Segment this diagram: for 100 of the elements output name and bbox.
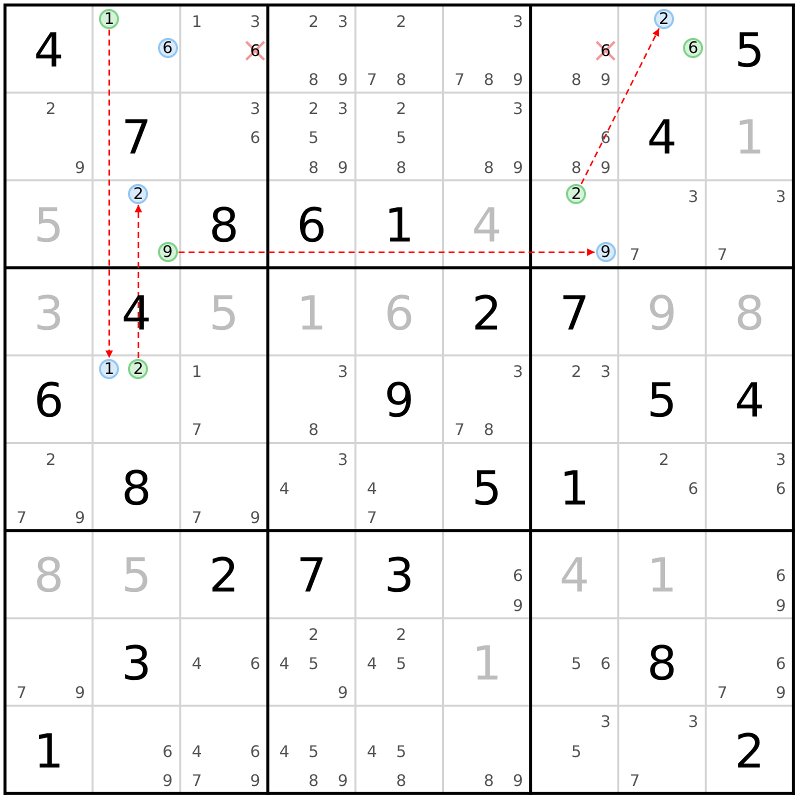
- highlighted-candidate: 1: [99, 8, 120, 29]
- candidate-digit: 7: [192, 772, 202, 789]
- candidate-digit: 4: [279, 480, 290, 497]
- candidate-digit: 4: [366, 480, 378, 497]
- candidate-digit: 2: [46, 101, 56, 118]
- candidate-digit: 9: [74, 510, 86, 526]
- candidate-digit: 4: [366, 656, 378, 672]
- candidate-digit: 7: [630, 247, 640, 264]
- candidate-digit: 3: [512, 364, 524, 380]
- candidate-digit: 9: [74, 160, 86, 176]
- candidate-digit: 7: [454, 72, 465, 88]
- solved-digit: 4: [559, 552, 590, 600]
- candidate-digit: 7: [630, 772, 640, 789]
- given-digit: 7: [559, 290, 590, 338]
- candidate-digit: 8: [571, 160, 582, 176]
- candidate-digit: 5: [308, 744, 319, 760]
- candidate-digit: 2: [396, 14, 406, 30]
- candidate-digit: 8: [484, 422, 494, 438]
- candidate-digit: 6: [250, 744, 260, 760]
- candidate-digit: 7: [454, 422, 465, 438]
- candidate-digit: 7: [366, 510, 378, 526]
- eliminated-candidate: 6: [600, 42, 611, 59]
- candidate-digit: 7: [16, 685, 27, 702]
- given-digit: 7: [121, 114, 152, 162]
- candidate-digit: 8: [308, 160, 319, 176]
- solved-digit: 5: [209, 290, 239, 338]
- candidate-digit: 3: [600, 364, 611, 380]
- solved-digit: 8: [34, 552, 64, 600]
- candidate-digit: 7: [717, 247, 728, 264]
- candidate-digit: 3: [512, 14, 524, 30]
- candidate-digit: 8: [396, 772, 406, 789]
- candidate-digit: 7: [366, 72, 378, 88]
- given-digit: 3: [384, 552, 414, 600]
- solved-digit: 5: [34, 202, 64, 250]
- highlighted-candidate: 2: [654, 8, 674, 29]
- solved-digit: 1: [734, 114, 765, 162]
- candidate-digit: 4: [192, 656, 202, 672]
- candidate-digit: 3: [776, 188, 786, 205]
- candidate-digit: 6: [776, 480, 786, 497]
- candidate-digit: 3: [338, 14, 348, 30]
- candidate-digit: 6: [512, 568, 524, 584]
- given-digit: 8: [647, 640, 677, 688]
- candidate-digit: 9: [600, 72, 611, 88]
- highlighted-candidate: 2: [128, 359, 148, 379]
- candidate-digit: 4: [279, 656, 290, 672]
- given-digit: 9: [384, 378, 414, 425]
- candidate-digit: 9: [250, 772, 260, 789]
- solved-digit: 1: [296, 290, 327, 338]
- candidate-digit: 3: [600, 714, 611, 730]
- candidate-digit: 2: [658, 452, 670, 468]
- given-digit: 1: [34, 728, 64, 776]
- candidate-digit: 8: [484, 72, 494, 88]
- candidate-digit: 6: [688, 480, 698, 497]
- candidate-digit: 9: [338, 72, 348, 88]
- given-digit: 6: [296, 202, 327, 250]
- candidate-digit: 5: [396, 130, 406, 146]
- candidate-digit: 3: [250, 101, 260, 118]
- solved-digit: 3: [34, 290, 64, 338]
- candidate-digit: 9: [250, 510, 260, 526]
- candidate-digit: 8: [484, 772, 494, 789]
- candidate-digit: 7: [16, 510, 27, 526]
- candidate-digit: 9: [74, 685, 86, 702]
- highlighted-candidate: 2: [566, 184, 586, 204]
- given-digit: 1: [559, 465, 590, 512]
- candidate-digit: 1: [192, 14, 202, 30]
- candidate-digit: 6: [600, 656, 611, 672]
- given-digit: 4: [647, 114, 677, 162]
- candidate-digit: 4: [192, 744, 202, 760]
- arrow: [105, 30, 113, 358]
- candidate-digit: 6: [250, 130, 260, 146]
- highlighted-candidate: 6: [683, 38, 704, 58]
- candidate-digit: 2: [396, 626, 406, 643]
- given-digit: 4: [121, 290, 152, 338]
- candidate-digit: 8: [571, 72, 582, 88]
- candidate-digit: 9: [776, 598, 786, 614]
- given-digit: 4: [34, 27, 64, 74]
- given-digit: 8: [209, 202, 239, 250]
- given-digit: 2: [209, 552, 239, 600]
- highlighted-candidate: 9: [596, 242, 616, 262]
- candidate-digit: 2: [571, 364, 582, 380]
- candidate-digit: 8: [396, 160, 406, 176]
- candidate-digit: 2: [308, 14, 319, 30]
- candidate-digit: 3: [512, 101, 524, 118]
- solved-digit: 1: [472, 640, 502, 688]
- given-digit: 2: [734, 728, 765, 776]
- candidate-digit: 9: [162, 772, 173, 789]
- candidate-digit: 3: [338, 101, 348, 118]
- candidate-digit: 9: [512, 72, 524, 88]
- candidate-digit: 5: [571, 744, 582, 760]
- candidate-digit: 7: [717, 685, 728, 702]
- candidate-digit: 4: [366, 744, 378, 760]
- solved-digit: 1: [647, 552, 677, 600]
- candidate-digit: 8: [308, 72, 319, 88]
- arrow: [580, 28, 660, 184]
- arrow: [178, 248, 595, 256]
- given-digit: 6: [34, 378, 64, 425]
- given-digit: 5: [647, 378, 677, 425]
- solved-digit: 6: [384, 290, 414, 338]
- candidate-digit: 8: [308, 772, 319, 789]
- candidate-digit: 3: [688, 714, 698, 730]
